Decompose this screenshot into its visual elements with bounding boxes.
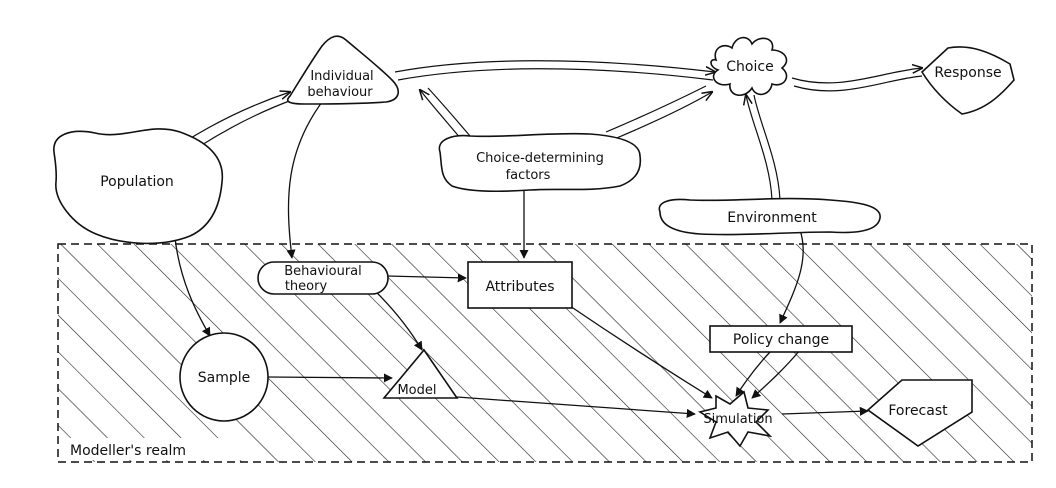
behavioural-theory-label-1: Behavioural <box>284 264 362 279</box>
policy-change-node: Policy change <box>709 325 853 353</box>
forecast-node: Forecast <box>866 379 973 447</box>
population-node: Population <box>53 128 224 245</box>
sample-node: Sample <box>179 332 269 422</box>
environment-label: Environment <box>727 210 817 226</box>
simulation-node: Simulation <box>697 390 773 448</box>
behavioural-theory-label-2: theory <box>285 279 328 294</box>
choice-factors-node: Choice-determining factors <box>438 132 642 192</box>
choice-node: Choice <box>710 36 788 96</box>
response-label: Response <box>934 65 1001 81</box>
individual-behaviour-label-1: Individual <box>310 69 373 84</box>
realm-label: Modeller's realm <box>70 443 186 459</box>
attributes-node: Attributes <box>467 261 573 309</box>
attributes-label: Attributes <box>485 279 554 295</box>
sample-label: Sample <box>198 370 251 386</box>
behavioural-theory-node: Behavioural theory <box>257 261 389 295</box>
population-label: Population <box>100 174 174 190</box>
top-flows <box>154 60 922 201</box>
model-node: Model <box>382 348 459 399</box>
model-label: Model <box>397 383 436 398</box>
choice-label: Choice <box>726 59 773 75</box>
connections <box>174 97 869 418</box>
policy-change-label: Policy change <box>733 332 829 348</box>
environment-node: Environment <box>658 197 881 236</box>
choice-factors-label-1: Choice-determining <box>476 151 604 166</box>
choice-factors-label-2: factors <box>506 168 551 183</box>
forecast-label: Forecast <box>888 403 948 419</box>
simulation-label: Simulation <box>703 412 772 427</box>
individual-behaviour-label-2: behaviour <box>307 85 373 100</box>
individual-behaviour-node: Individual behaviour <box>286 35 399 105</box>
response-node: Response <box>920 46 1015 115</box>
